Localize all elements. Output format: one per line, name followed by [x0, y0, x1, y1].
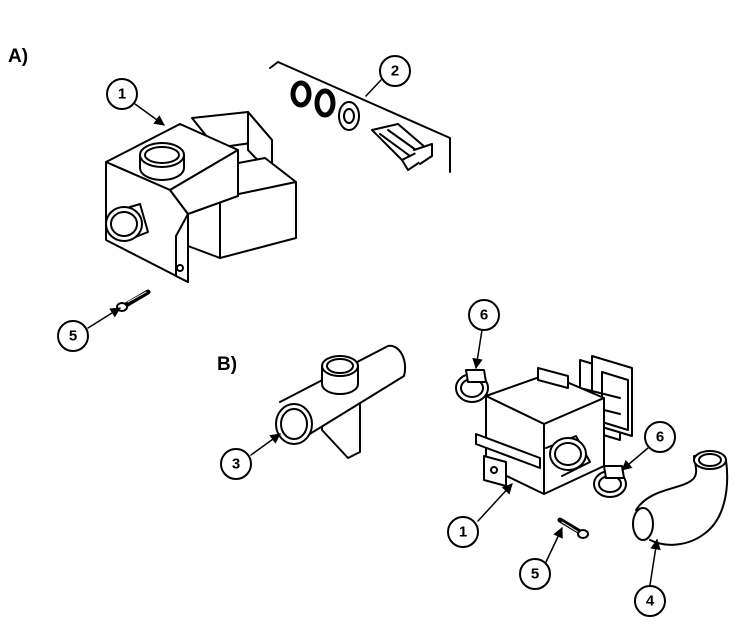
callout-b-3: 3: [220, 448, 252, 480]
callout-b-4-number: 4: [646, 593, 655, 610]
callout-b-3-number: 3: [232, 456, 240, 473]
seal-kit-a: [269, 61, 451, 173]
callout-b-5: 5: [519, 558, 551, 590]
elbow-hose: [632, 450, 729, 546]
valve-body-a: [105, 111, 297, 283]
callout-a-2-number: 2: [391, 63, 399, 80]
callout-b-4: 4: [634, 585, 666, 617]
tee-pipe-b: [275, 344, 407, 459]
screw-b: [557, 517, 589, 539]
callout-b-5-number: 5: [531, 566, 539, 583]
hose-clamp-top: [455, 369, 489, 403]
callout-b-1: 1: [447, 516, 479, 548]
callout-b-6-right: 6: [644, 421, 676, 453]
leader-lines: [87, 79, 661, 586]
callout-b-6-top: 6: [468, 299, 500, 331]
callout-b-6-top-number: 6: [480, 307, 488, 324]
callout-b-1-number: 1: [459, 524, 467, 541]
callout-a-2: 2: [379, 55, 411, 87]
callout-a-1: 1: [106, 78, 138, 110]
section-a-label: A): [8, 46, 29, 67]
callout-a-1-number: 1: [118, 86, 126, 103]
valve-body-b: [475, 355, 633, 495]
section-b-label: B): [217, 354, 238, 375]
callout-a-5: 5: [57, 320, 89, 352]
callout-a-5-number: 5: [69, 328, 77, 345]
hose-clamp-right: [593, 465, 627, 498]
screw-a: [116, 289, 151, 312]
callout-b-6-right-number: 6: [656, 429, 664, 446]
